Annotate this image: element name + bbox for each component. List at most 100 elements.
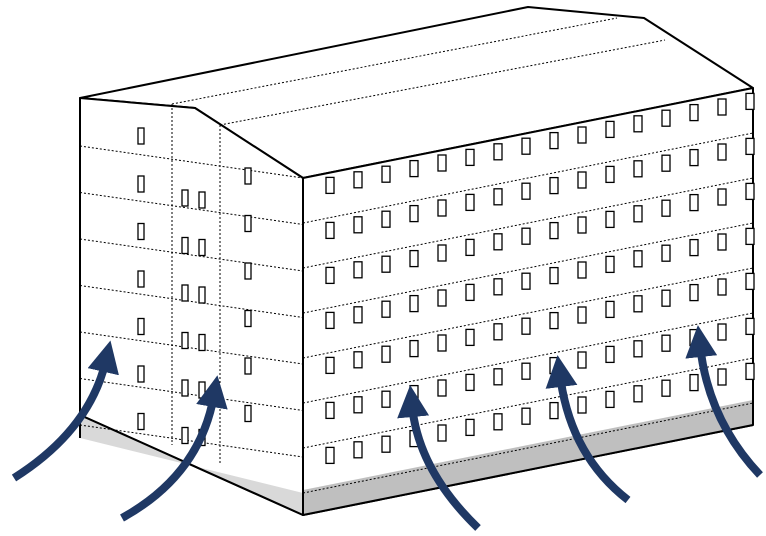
window <box>437 199 447 217</box>
left-floor-line <box>79 285 304 318</box>
right-floor-line <box>302 222 754 314</box>
left-floor-lines <box>79 145 304 458</box>
window <box>437 334 447 352</box>
window <box>437 244 447 262</box>
window <box>181 426 189 445</box>
window <box>633 295 643 313</box>
window <box>689 373 699 392</box>
window <box>181 331 189 350</box>
window <box>745 137 755 156</box>
window <box>521 407 531 425</box>
left-floor-line <box>79 238 304 272</box>
left-floor-line <box>79 378 304 411</box>
window <box>633 250 643 268</box>
window <box>493 323 503 341</box>
window <box>198 286 206 304</box>
window <box>633 160 643 178</box>
window <box>549 176 559 195</box>
window <box>745 182 755 201</box>
window <box>381 165 391 183</box>
window <box>717 143 727 161</box>
window <box>437 379 447 397</box>
window <box>198 381 206 399</box>
window <box>325 266 335 285</box>
window <box>381 210 391 228</box>
roof-ridge-line-2 <box>219 39 666 126</box>
window <box>717 98 727 116</box>
window <box>465 328 475 347</box>
window <box>437 424 447 442</box>
window <box>181 379 189 397</box>
right-floor-line <box>302 267 754 359</box>
window <box>633 340 643 358</box>
curved-arrow-up-icon <box>397 385 481 531</box>
window <box>353 171 363 189</box>
left-facade-bottom-edge <box>79 414 304 516</box>
window <box>381 300 391 318</box>
window <box>549 311 559 330</box>
curved-arrow-up-icon <box>11 340 119 482</box>
left-vertical-lines <box>171 104 221 465</box>
window <box>549 221 559 240</box>
window <box>493 143 503 161</box>
window <box>605 165 615 184</box>
window <box>198 191 206 209</box>
window <box>521 272 531 290</box>
window <box>661 334 671 352</box>
window <box>244 404 252 423</box>
window <box>493 368 503 386</box>
window <box>549 266 559 285</box>
window <box>549 131 559 150</box>
window <box>137 175 145 193</box>
window <box>198 238 206 257</box>
window <box>353 351 363 369</box>
window <box>465 238 475 257</box>
left-floor-line <box>79 424 304 458</box>
airflow-arrows <box>11 325 763 531</box>
window <box>689 283 699 302</box>
window <box>493 413 503 431</box>
right-floor-line <box>302 402 754 494</box>
window <box>661 154 671 172</box>
window <box>353 306 363 324</box>
window <box>181 284 189 302</box>
window <box>521 137 531 155</box>
window <box>577 171 587 189</box>
right-floor-line <box>302 177 754 269</box>
window <box>437 154 447 172</box>
right-base-band <box>303 400 753 515</box>
right-floor-lines <box>302 132 754 494</box>
window <box>409 384 419 403</box>
window <box>325 401 335 420</box>
window <box>353 441 363 459</box>
window <box>409 249 419 268</box>
window <box>745 227 755 246</box>
window <box>137 270 145 288</box>
window <box>521 182 531 200</box>
window <box>745 317 755 336</box>
window <box>381 255 391 273</box>
window <box>465 418 475 437</box>
curved-arrow-up-icon <box>545 355 631 504</box>
window <box>244 214 252 233</box>
window <box>605 390 615 409</box>
window <box>465 283 475 302</box>
window <box>493 188 503 206</box>
curved-arrow-up-icon <box>685 325 763 478</box>
window <box>745 272 755 291</box>
window <box>521 362 531 380</box>
window <box>409 159 419 178</box>
window <box>689 328 699 347</box>
window <box>325 176 335 195</box>
right-floor-line <box>302 357 754 449</box>
window <box>605 345 615 364</box>
window <box>244 167 252 185</box>
window <box>465 193 475 212</box>
roof-ridge-line-1 <box>171 17 618 105</box>
window <box>689 238 699 257</box>
window <box>633 115 643 133</box>
window <box>717 188 727 206</box>
right-facade-windows <box>325 92 755 465</box>
window <box>717 368 727 386</box>
